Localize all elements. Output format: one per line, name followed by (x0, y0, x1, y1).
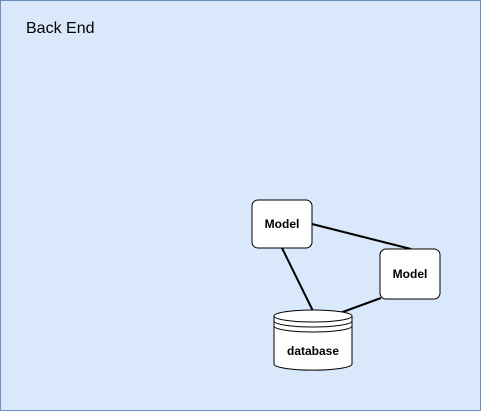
database-node-label: database (287, 344, 339, 358)
container-title: Back End (26, 20, 95, 37)
edge-model-1-to-model-2[interactable] (311, 223, 412, 250)
model-node-2[interactable]: Model (379, 248, 441, 300)
model-node-1-label: Model (265, 217, 300, 231)
edge-model-2-to-database[interactable] (339, 297, 382, 314)
database-node[interactable]: database (273, 309, 353, 371)
model-node-2-label: Model (393, 267, 428, 281)
model-node-1[interactable]: Model (251, 199, 313, 249)
edge-model-1-to-database[interactable] (281, 247, 314, 312)
